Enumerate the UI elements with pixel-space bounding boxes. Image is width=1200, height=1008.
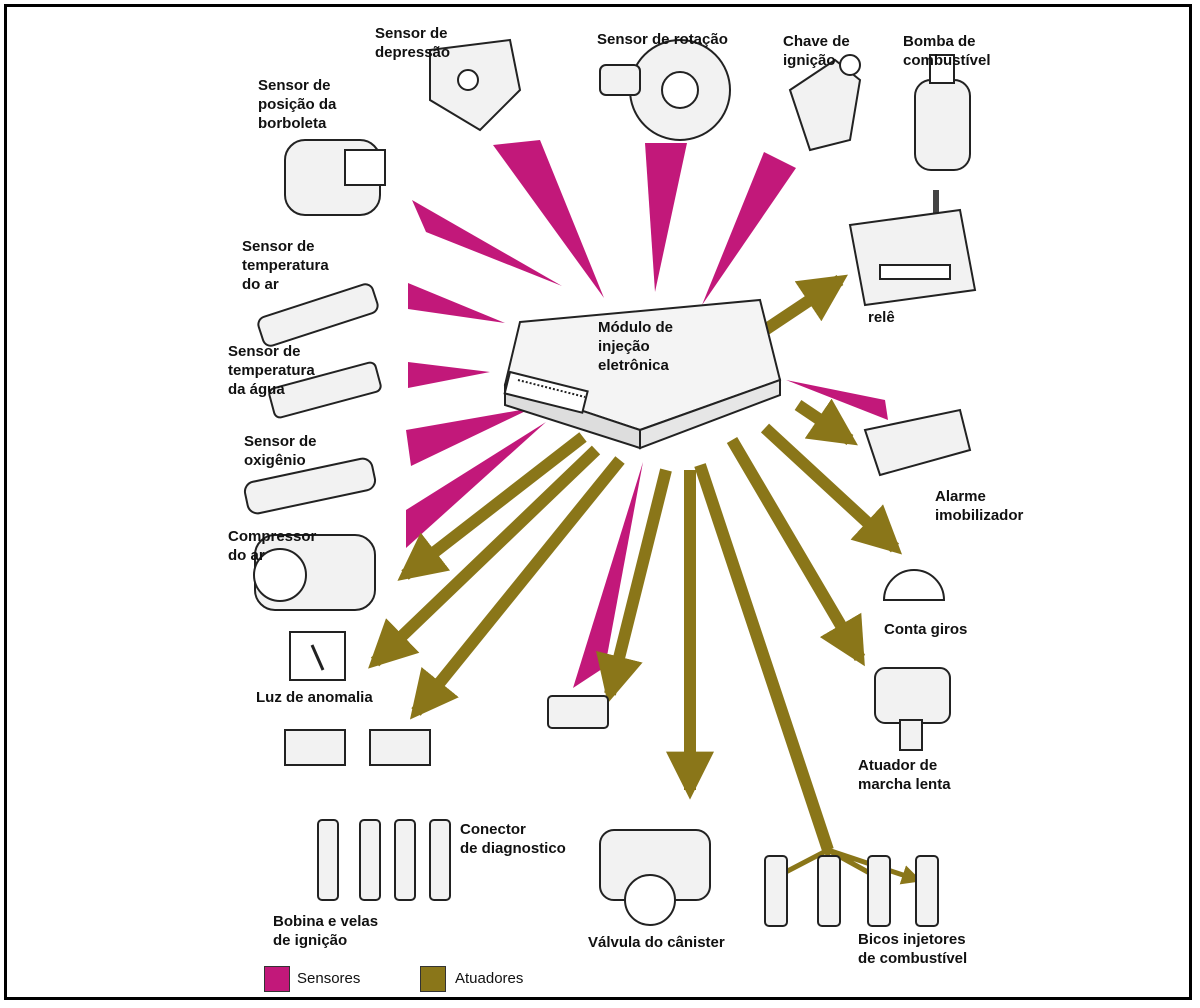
oxygen-sensor-icon [243, 457, 377, 515]
label-sensor-temp-ar: Sensor de temperatura do ar [242, 238, 329, 293]
ignition-key-icon [788, 54, 862, 152]
actuator-arrow-alarme [794, 398, 858, 446]
compressor-icon [253, 534, 376, 611]
immobilizer-alarm-icon [863, 408, 972, 477]
sensor-wedge-borboleta [412, 200, 562, 286]
diagnostic-connector-icon [547, 695, 609, 729]
fuel-pump-icon [914, 54, 971, 171]
fuel-injector-icon [764, 855, 939, 927]
water-temp-sensor-icon [268, 361, 382, 419]
label-bobina-velas: Bobina e velas de ignição [273, 913, 379, 949]
label-marcha-lenta: Atuador de marcha lenta [858, 757, 951, 793]
rotation-sensor-icon [599, 39, 731, 141]
legend-swatch-atuadores [420, 966, 446, 992]
sensor-wedge-conector [573, 462, 643, 688]
label-bomba-combustivel: Bomba de combustível [903, 33, 991, 69]
sensor-wedge-compressor [406, 422, 546, 548]
label-sensor-oxigenio: Sensor de oxigênio [244, 433, 317, 469]
tachometer-icon [882, 569, 946, 601]
actuator-arrow-bicos-branches [778, 847, 918, 880]
ecu-module-drawing [503, 298, 782, 450]
label-rele: relê [868, 309, 895, 326]
actuator-arrow-conta-giros [760, 423, 903, 555]
label-luz-anomalia: Luz de anomalia [256, 689, 373, 706]
sensor-wedge-temp-agua [408, 362, 490, 388]
sensor-wedge-rotacao [645, 143, 687, 292]
label-sensor-rotacao: Sensor de rotação [597, 31, 728, 48]
relay-icon [848, 208, 977, 307]
label-conta-giros: Conta giros [884, 621, 968, 638]
label-alarme: Alarme imobilizador [935, 488, 1024, 524]
actuator-arrow-bicos [694, 463, 834, 852]
legend-label-sensores: Sensores [297, 970, 361, 987]
actuator-arrow-bobina [409, 456, 625, 720]
label-chave-ignicao: Chave de ignição [783, 33, 850, 69]
fault-lamp-icon [289, 631, 346, 681]
module-label: Módulo de injeção eletrônica [598, 319, 673, 374]
actuator-arrow-luz [368, 445, 601, 669]
label-sensor-depressao: Sensor de depressão [375, 25, 451, 61]
label-bicos: Bicos injetores de combustível [858, 931, 968, 967]
legend-label-atuadores: Atuadores [455, 970, 524, 987]
legend-swatch-sensores [264, 966, 290, 992]
ignition-coil-icon [284, 729, 431, 766]
idle-actuator-icon [874, 667, 951, 751]
sensor-wedge-oxigenio [406, 408, 532, 466]
canister-valve-icon [599, 829, 711, 926]
spark-plug-icon [317, 819, 451, 901]
label-conector: Conector de diagnostico [460, 821, 566, 857]
actuator-arrow-compressor [397, 432, 587, 581]
actuator-arrow-marcha-lenta [726, 436, 866, 667]
actuator-arrow-rele [761, 274, 848, 335]
throttle-sensor-icon [284, 139, 386, 216]
depressao-sensor-icon [429, 38, 522, 132]
sensor-wedge-temp-ar [408, 283, 505, 323]
actuator-arrow-conector [596, 468, 672, 704]
sensor-wedge-chave [702, 152, 796, 305]
label-canister: Válvula do cânister [588, 934, 725, 951]
air-temp-sensor-icon [257, 283, 379, 347]
sensor-wedge-depressao [493, 140, 604, 298]
diagram-frame [4, 4, 1192, 1000]
label-sensor-borboleta: Sensor de posição da borboleta [258, 77, 337, 132]
label-sensor-temp-agua: Sensor de temperatura da água [228, 343, 315, 398]
label-compressor: Compressor do ar [228, 528, 317, 564]
